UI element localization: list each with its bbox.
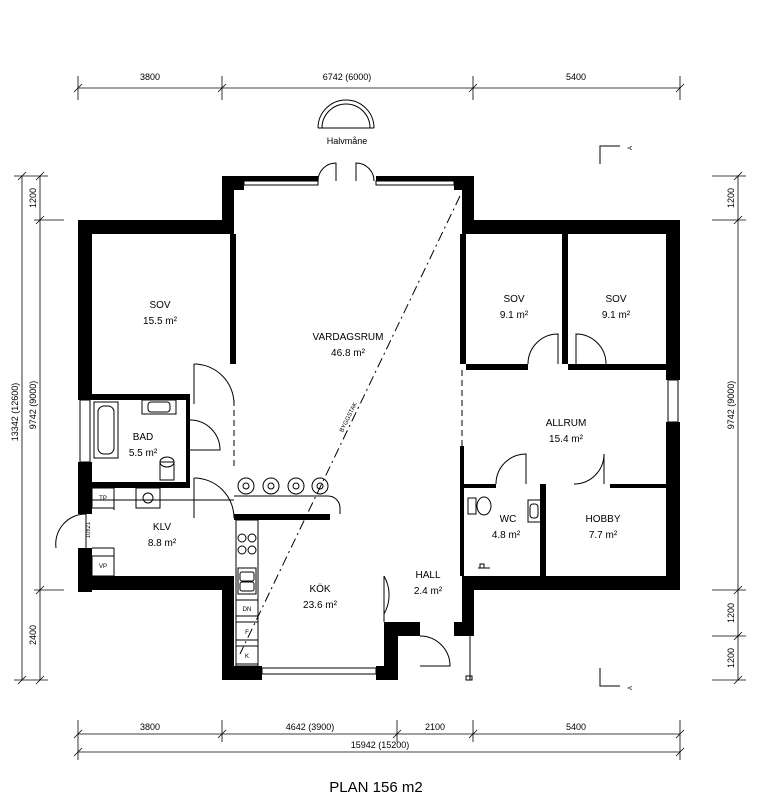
dim-top-1: 3800	[140, 72, 160, 82]
dim-bottom-2: 4642 (3900)	[286, 722, 335, 732]
room-labels: SOV 15.5 m² VARDAGSRUM 46.8 m² SOV 9.1 m…	[129, 294, 631, 611]
dim-bottom-4: 5400	[566, 722, 586, 732]
room-name: KÖK	[309, 583, 330, 595]
bar-stool	[237, 477, 255, 495]
room-kok: KÖK 23.6 m²	[303, 583, 338, 611]
room-name: HOBBY	[585, 514, 620, 525]
dim-right-4: 1200	[726, 648, 736, 668]
bar-stool	[287, 477, 305, 495]
room-name: SOV	[149, 300, 170, 311]
room-area: 9.1 m²	[602, 310, 631, 321]
windows	[79, 162, 679, 675]
k-label: K	[245, 654, 249, 660]
room-name: WC	[500, 514, 517, 525]
room-name: KLV	[153, 522, 171, 533]
exterior-walls	[78, 176, 680, 680]
wc-toilet	[476, 496, 492, 516]
room-name: VARDAGSRUM	[313, 332, 384, 343]
room-area: 9.1 m²	[500, 310, 529, 321]
room-area: 23.6 m²	[303, 600, 338, 611]
section-marker-top: A	[599, 145, 634, 164]
section-marker-bottom: A	[599, 668, 634, 690]
dim-left-1: 1200	[28, 188, 38, 208]
room-wc: WC 4.8 m²	[492, 514, 521, 541]
room-area: 5.5 m²	[129, 448, 158, 459]
bar-stool	[311, 477, 329, 495]
dim-left-3: 2400	[28, 625, 38, 645]
klv-sink	[135, 487, 161, 509]
room-area: 15.4 m²	[549, 434, 584, 445]
vp-label: VP	[99, 564, 107, 570]
room-sov-3: SOV 9.1 m²	[602, 294, 631, 321]
dim-left-2: 9742 (9000)	[28, 381, 38, 430]
dim-right-1: 1200	[726, 188, 736, 208]
dim-bottom-total: 15942 (15200)	[351, 740, 410, 750]
kitchen-counter	[235, 519, 259, 667]
room-bad: BAD 5.5 m²	[129, 432, 158, 459]
room-area: 2.4 m²	[414, 586, 443, 597]
dimension-lines	[14, 76, 746, 760]
room-sov-1: SOV 15.5 m²	[143, 300, 178, 327]
room-hall: HALL 2.4 m²	[414, 570, 443, 597]
room-klv: KLV 8.8 m²	[148, 522, 177, 549]
room-name: SOV	[503, 294, 524, 305]
f-label: F	[245, 630, 249, 636]
dim-right-2: 9742 (9000)	[726, 381, 736, 430]
room-name: ALLRUM	[546, 418, 587, 429]
halvmane-window: Halvmåne	[317, 99, 375, 146]
bar-stool	[262, 477, 280, 495]
section-label-top: A	[628, 146, 634, 150]
dim-left-total: 13342 (12600)	[10, 383, 20, 442]
wc-sink	[527, 499, 543, 523]
room-vardagsrum: VARDAGSRUM 46.8 m²	[313, 332, 384, 359]
dn-label: DN	[243, 607, 252, 613]
plan-title: PLAN 156 m2	[329, 779, 422, 796]
bath-sink	[141, 399, 177, 415]
dim-bottom-3: 2100	[425, 722, 445, 732]
room-area: 8.8 m²	[148, 538, 177, 549]
room-area: 15.5 m²	[143, 316, 178, 327]
room-area: 7.7 m²	[589, 530, 618, 541]
room-name: HALL	[415, 570, 440, 581]
dimension-labels: 3800 6742 (6000) 5400 3800 4642 (3900) 2…	[10, 72, 736, 750]
room-area: 46.8 m²	[331, 348, 366, 359]
room-sov-2: SOV 9.1 m²	[500, 294, 529, 321]
room-area: 4.8 m²	[492, 530, 521, 541]
section-label-bottom: A	[628, 686, 634, 690]
doors	[55, 333, 607, 681]
tumble-label: 10x21	[86, 521, 92, 538]
dim-top-3: 5400	[566, 72, 586, 82]
fixtures: TP VP 10x21 DN F	[86, 399, 543, 667]
tp-label: TP	[99, 496, 107, 502]
dim-bottom-1: 3800	[140, 722, 160, 732]
dim-top-2: 6742 (6000)	[323, 72, 372, 82]
room-name: BAD	[133, 432, 154, 443]
room-allrum: ALLRUM 15.4 m²	[546, 418, 587, 445]
halvmane-label: Halvmåne	[327, 136, 368, 146]
room-hobby: HOBBY 7.7 m²	[585, 514, 620, 541]
bathtub	[93, 401, 119, 459]
room-name: SOV	[605, 294, 626, 305]
interior-walls	[92, 234, 666, 576]
dim-right-3: 1200	[726, 603, 736, 623]
bath-toilet	[159, 461, 175, 481]
ridge-label: BYGGSTAK	[339, 402, 359, 434]
